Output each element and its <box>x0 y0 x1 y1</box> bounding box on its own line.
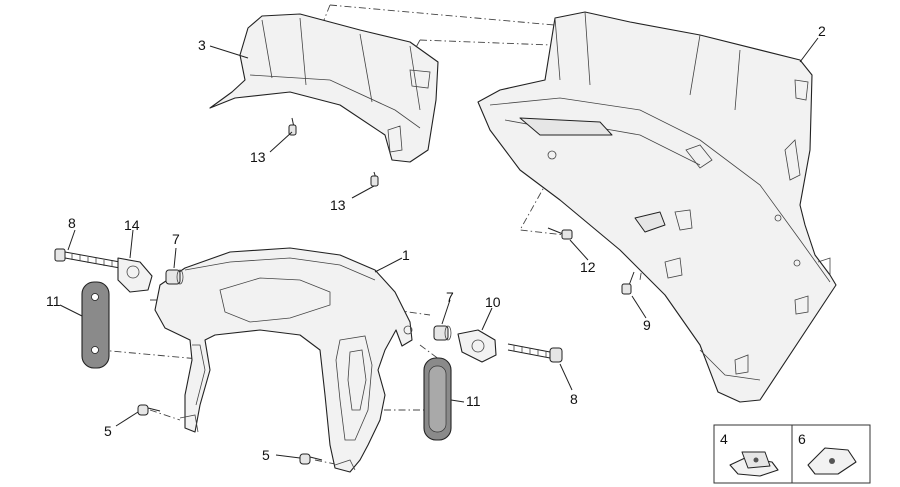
spacer-7-right <box>433 325 452 341</box>
screw-5-bottom <box>299 453 323 465</box>
bracket-10 <box>457 329 497 363</box>
inset-box-6 <box>791 424 871 484</box>
callout-1: 1 <box>402 247 410 263</box>
callout-3: 3 <box>198 37 206 53</box>
screw-9 <box>621 271 635 295</box>
leader-lines <box>59 37 819 459</box>
callout-8-left: 8 <box>68 215 76 231</box>
callout-9: 9 <box>643 317 651 333</box>
callout-4: 4 <box>720 431 728 447</box>
callout-labels: 1 2 3 4 6 5 5 7 7 8 8 9 10 11 11 12 13 1… <box>46 23 826 463</box>
callout-13-top: 13 <box>250 149 266 165</box>
part-2-front-shield <box>477 11 837 403</box>
callout-11-left: 11 <box>46 293 61 309</box>
part-3-rear-cover <box>209 13 439 187</box>
inset-box-4 <box>713 424 793 484</box>
bolt-8-left <box>54 248 121 269</box>
callout-8-right: 8 <box>570 391 578 407</box>
screw-12 <box>547 227 573 240</box>
bracket-14 <box>117 257 153 293</box>
callout-5-left: 5 <box>104 423 112 439</box>
screw-5-left <box>137 404 161 416</box>
callout-7-right: 7 <box>446 289 454 305</box>
callout-13-bottom: 13 <box>330 197 346 213</box>
part-11-pad-right <box>423 357 452 441</box>
bolt-8-right <box>507 343 563 363</box>
callout-5-bottom: 5 <box>262 447 270 463</box>
part-11-pad-left <box>81 281 110 369</box>
part-1-front-mudguard <box>154 247 413 473</box>
callout-2: 2 <box>818 23 826 39</box>
callout-10: 10 <box>485 294 501 310</box>
callout-6: 6 <box>798 431 806 447</box>
callout-12: 12 <box>580 259 596 275</box>
callout-7-left: 7 <box>172 231 180 247</box>
spacer-7-left <box>165 269 184 285</box>
callout-11-right: 11 <box>466 393 481 409</box>
callout-14: 14 <box>124 217 140 233</box>
